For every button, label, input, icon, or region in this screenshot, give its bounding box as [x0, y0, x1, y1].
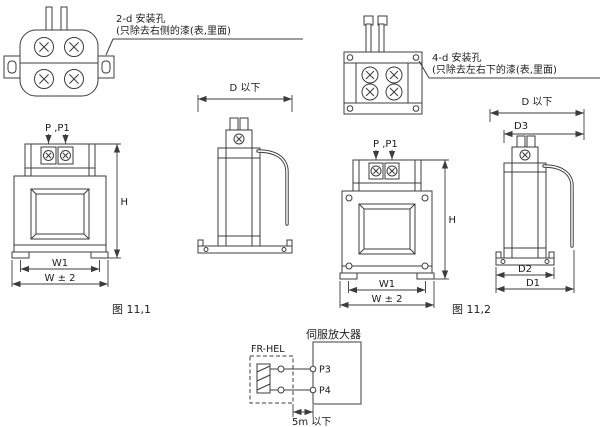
note-text: 2-d 安装孔 — [116, 12, 166, 25]
figure2-front-view: P ,P1 — [339, 139, 457, 309]
reactor-body-side — [217, 147, 261, 247]
mounting-hole — [203, 247, 209, 252]
lead-cable — [256, 149, 289, 226]
dimension-w: W ± 2 — [339, 281, 435, 309]
dim-label-d: D 以下 — [522, 97, 553, 108]
dimension-h: H — [421, 159, 457, 280]
mounting-base — [197, 239, 293, 254]
note-text: 4-d 安装孔 — [432, 51, 482, 64]
mounting-hole — [346, 54, 354, 61]
terminal-p3 — [309, 365, 317, 373]
reactor-core-body — [11, 175, 109, 259]
figure2-side-view: D 以下 D3 — [489, 97, 585, 293]
mounting-hole — [500, 259, 506, 264]
mounting-hole — [412, 105, 420, 112]
dimension-w: W ± 2 — [11, 260, 109, 288]
mounting-hole — [345, 262, 353, 270]
mounting-hole — [281, 247, 287, 252]
mounting-ear-left — [3, 55, 21, 79]
figure2-top-view — [343, 15, 423, 115]
figure2-caption: 图 11,2 — [452, 303, 491, 316]
figure1-mounting-hole-note: 2-d 安装孔 (只除去右侧的漆(表,里面) — [105, 12, 303, 56]
lead-cable-inner — [543, 165, 573, 247]
reactor-body-side — [503, 162, 547, 259]
reactor-core-body — [339, 190, 435, 280]
dimension-w1: W1 — [348, 279, 426, 294]
terminal-screw — [233, 133, 245, 145]
wiring-diagram: FR-HEL 伺服放大器 P3 P4 5m 以下 — [249, 327, 362, 427]
leader-line — [418, 60, 430, 79]
cable-length-label: 5m 以下 — [292, 417, 331, 427]
mounting-foot — [339, 272, 358, 280]
dimension-d: D 以下 — [197, 83, 293, 112]
pin-terminal — [45, 6, 53, 32]
dimension-d3: D3 — [503, 121, 584, 143]
terminal-screw — [519, 149, 531, 161]
dim-label-w1: W1 — [379, 279, 395, 290]
dim-label-w1: W1 — [52, 258, 68, 269]
dimension-h: H — [95, 143, 129, 259]
lead-cable-inner — [257, 150, 288, 225]
mounting-foot — [11, 251, 30, 259]
dim-label-w: W ± 2 — [45, 273, 76, 284]
mounting-foot — [416, 272, 435, 280]
mounting-hole — [412, 54, 420, 61]
terminal-tab — [229, 117, 239, 131]
pin-terminal — [378, 23, 385, 53]
mounting-hole — [421, 262, 429, 270]
mounting-hole — [7, 60, 17, 74]
mounting-hole — [421, 194, 429, 202]
mounting-hole — [346, 105, 354, 112]
mounting-ear-right — [97, 55, 115, 79]
mounting-hole — [345, 194, 353, 202]
reactor-symbol — [256, 363, 285, 394]
mounting-hole — [101, 60, 111, 74]
dim-label-h: H — [449, 215, 457, 226]
dim-label-d3: D3 — [514, 121, 528, 132]
mounting-base — [495, 251, 555, 266]
pin-terminal — [365, 23, 372, 53]
note-text: (只除去右侧的漆(表,里面) — [116, 24, 231, 37]
mounting-foot — [90, 251, 109, 259]
amplifier-label: 伺服放大器 — [306, 327, 361, 341]
dim-label-p-p1: P ,P1 — [45, 123, 70, 134]
lead-cable — [542, 164, 574, 248]
mounting-hole — [544, 259, 550, 264]
figure2-mounting-hole-note: 4-d 安装孔 (只除去左右下的漆(表,里面) — [418, 51, 600, 79]
amplifier-box — [312, 341, 362, 405]
dim-label-d2: D2 — [518, 264, 532, 275]
dim-label-d1: D1 — [526, 278, 540, 289]
terminal-block — [24, 143, 96, 177]
dim-label-p-p1: P ,P1 — [373, 139, 398, 150]
reactor-terminal — [277, 365, 285, 373]
dim-label-d: D 以下 — [230, 83, 261, 94]
dimension-d: D 以下 — [489, 97, 585, 140]
reactor-dashed-box — [249, 355, 294, 404]
figure1-side-view: D 以下 — [197, 83, 293, 254]
figure1-top-view — [3, 6, 115, 97]
pin-terminal — [60, 6, 68, 32]
figure1-front-view: P ,P1 H — [11, 123, 129, 288]
figure1-caption: 图 11,1 — [112, 303, 151, 316]
dimension-d1: D1 — [496, 250, 575, 293]
note-text: (只除去左右下的漆(表,里面) — [432, 63, 557, 76]
terminal-block — [352, 159, 422, 192]
terminal-tab — [239, 117, 249, 131]
dimension-w1: W1 — [20, 258, 100, 273]
reactor-terminal — [277, 386, 285, 394]
dim-label-h: H — [121, 197, 129, 208]
terminal-tab — [516, 135, 526, 148]
terminal-tab — [526, 135, 536, 148]
dimension-cable-length: 5m 以下 — [292, 404, 331, 427]
terminal-p4-label: P4 — [319, 386, 331, 397]
terminal-p4 — [309, 386, 317, 394]
dim-label-w: W ± 2 — [372, 294, 403, 305]
leader-line — [105, 38, 114, 56]
reactor-label: FR-HEL — [251, 344, 285, 355]
terminal-p3-label: P3 — [319, 365, 331, 376]
